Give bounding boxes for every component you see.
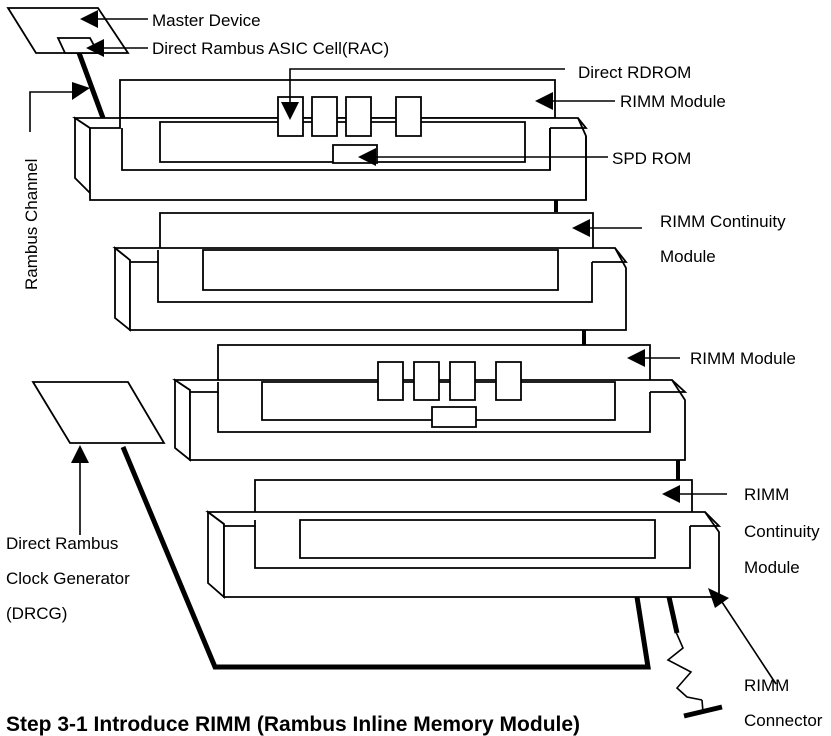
- drcg-chip: [31, 381, 166, 444]
- continuity-2-label-line2: Continuity: [744, 522, 820, 541]
- continuity-1-label-line1: RIMM Continuity: [660, 212, 786, 231]
- termination-resistor: [666, 631, 723, 719]
- rambus-channel-label: Rambus Channel: [22, 159, 41, 290]
- connector-label-line2: Connector: [744, 711, 823, 730]
- master-device: [6, 7, 130, 54]
- continuity-2-label-line3: Module: [744, 558, 800, 577]
- rimm-module-2: [172, 344, 688, 462]
- rimm-module-1-label: RIMM Module: [620, 92, 726, 111]
- rimm-module-2-label: RIMM Module: [690, 349, 796, 368]
- rac-label: Direct Rambus ASIC Cell(RAC): [152, 39, 389, 58]
- rimm-continuity-module-1: [112, 212, 628, 332]
- rimm-module-1: [72, 79, 588, 201]
- figure-caption: Step 3-1 Introduce RIMM (Rambus Inline M…: [6, 713, 580, 736]
- drcg-label-line1: Direct Rambus: [6, 534, 118, 553]
- drcg-label-line2: Clock Generator: [6, 569, 130, 588]
- master-device-label: Master Device: [152, 11, 261, 30]
- leader-lines: [29, 10, 777, 685]
- rimm-continuity-module-2: [205, 479, 722, 599]
- drcg-label-line3: (DRCG): [6, 604, 67, 623]
- rdrom-label: Direct RDROM: [578, 63, 691, 82]
- spd-rom-label: SPD ROM: [612, 149, 691, 168]
- continuity-1-label-line2: Module: [660, 247, 716, 266]
- continuity-2-label-line1: RIMM: [744, 485, 789, 504]
- connector-label-line1: RIMM: [744, 676, 789, 695]
- rambus-channel-bus: [72, 41, 680, 670]
